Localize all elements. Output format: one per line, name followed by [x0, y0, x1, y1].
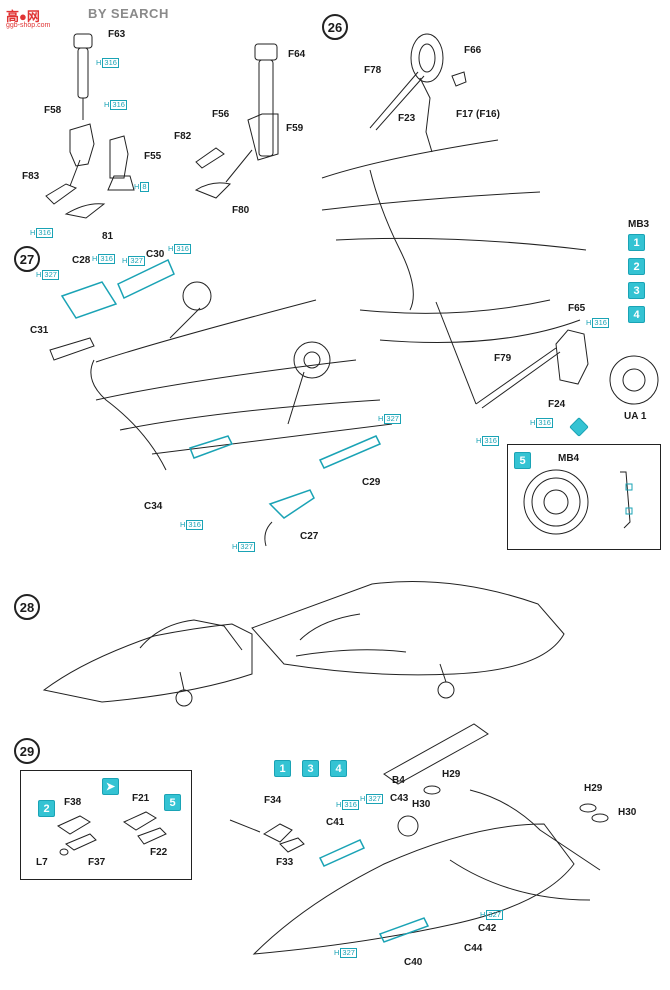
step-28-number: 28 — [14, 594, 40, 620]
part-H29-right: H29 — [584, 783, 603, 794]
marking-2-box-inset: 2 — [38, 800, 55, 817]
watermark-logo: 高●网 — [6, 9, 40, 24]
part-F22: F22 — [150, 847, 168, 858]
ua1-label: UA 1 — [624, 411, 647, 422]
part-F24: F24 — [548, 399, 566, 410]
part-F37: F37 — [88, 857, 106, 868]
part-F65: F65 — [568, 303, 586, 314]
part-F63: F63 — [108, 29, 126, 40]
step-27-number: 27 — [14, 246, 40, 272]
part-F55: F55 — [144, 151, 162, 162]
marking-5-box-inset: 5 — [164, 794, 181, 811]
step-29-number: 29 — [14, 738, 40, 764]
mb3-label: MB3 — [628, 219, 650, 230]
marking-3-box: 3 — [628, 282, 645, 299]
part-F33: F33 — [276, 857, 294, 868]
part-F17: F17 (F16) — [456, 109, 500, 120]
part-81: 81 — [102, 231, 114, 242]
part-F66: F66 — [464, 45, 482, 56]
part-C42: C42 — [478, 923, 497, 934]
gear-leg-f63-art — [45, 33, 135, 219]
part-F58: F58 — [44, 105, 62, 116]
marking-1-box: 1 — [628, 234, 645, 251]
part-F83: F83 — [22, 171, 40, 182]
marking-4-box-s29: 4 — [330, 760, 347, 777]
part-F38: F38 — [64, 797, 82, 808]
part-F34: F34 — [264, 795, 282, 806]
part-C34: C34 — [144, 501, 163, 512]
part-H30-right: H30 — [618, 807, 637, 818]
part-C27: C27 — [300, 531, 319, 542]
step-29-inset-box — [20, 770, 192, 880]
part-C31: C31 — [30, 325, 49, 336]
part-C41: C41 — [326, 817, 345, 828]
arrow-marker-icon: ➤ — [102, 778, 119, 795]
part-F79: F79 — [494, 353, 512, 364]
part-B4: B4 — [392, 775, 405, 786]
part-F82: F82 — [174, 131, 192, 142]
part-C44: C44 — [464, 943, 483, 954]
step-27-art — [49, 258, 393, 547]
part-L7: L7 — [36, 857, 48, 868]
part-H29: H29 — [442, 769, 461, 780]
part-F78: F78 — [364, 65, 382, 76]
part-F56: F56 — [212, 109, 230, 120]
step-28-aircraft-art — [42, 581, 565, 707]
step-26-art — [321, 33, 659, 409]
part-C43: C43 — [390, 793, 409, 804]
mb4-label: MB4 — [558, 453, 580, 464]
marking-4-box: 4 — [628, 306, 645, 323]
step-26-number: 26 — [322, 14, 348, 40]
mb4-detail-art — [523, 469, 633, 535]
part-F80: F80 — [232, 205, 250, 216]
watermark-url: ggb-shop.com — [6, 22, 51, 29]
watermark-text: BY SEARCH — [88, 6, 169, 21]
part-F21: F21 — [132, 793, 150, 804]
marking-2-box: 2 — [628, 258, 645, 275]
marking-5-box-mb4: 5 — [514, 452, 531, 469]
part-C40: C40 — [404, 957, 423, 968]
part-F23: F23 — [398, 113, 416, 124]
marking-3-box-s29: 3 — [302, 760, 319, 777]
part-C30: C30 — [146, 249, 165, 260]
step-29-inset-art — [56, 811, 167, 856]
marking-1-box-s29: 1 — [274, 760, 291, 777]
part-C29: C29 — [362, 477, 381, 488]
part-F64: F64 — [288, 49, 306, 60]
gear-leg-f64-art — [194, 43, 279, 199]
part-C28: C28 — [72, 255, 91, 266]
step-29-aircraft-art — [229, 723, 609, 955]
part-H30: H30 — [412, 799, 431, 810]
part-F59: F59 — [286, 123, 304, 134]
mb4-detail-box — [507, 444, 661, 550]
